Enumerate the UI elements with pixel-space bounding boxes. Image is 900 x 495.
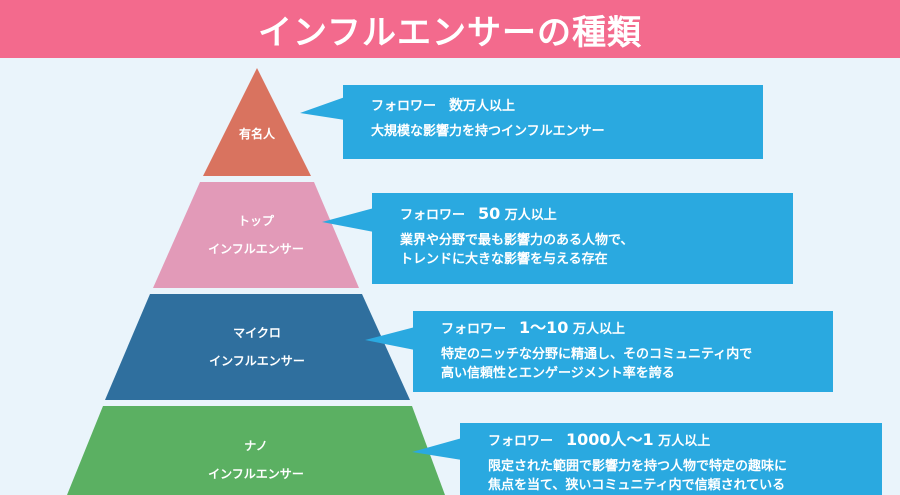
tier-2-label: トップ インフルエンサー xyxy=(156,207,356,263)
follower-unit: 万人以上 xyxy=(463,99,516,114)
tier-3-name-line1: マイクロ xyxy=(233,326,281,340)
description-line: 業界や分野で最も影響力のある人物で、 xyxy=(400,233,634,248)
tier-1-name: 有名人 xyxy=(238,127,275,141)
description: 大規模な影響力を持つインフルエンサー xyxy=(371,122,763,141)
follower-label: フォロワー xyxy=(441,322,520,337)
follower-count: フォロワー 1〜10 万人以上 xyxy=(441,317,833,341)
follower-count: フォロワー 1000人〜1 万人以上 xyxy=(488,429,882,453)
description: 限定された範囲で影響力を持つ人物で特定の趣味に焦点を当て、狭いコミュニティ内で信… xyxy=(488,457,882,495)
follower-number: 数 xyxy=(449,98,464,114)
description-line: 特定のニッチな分野に精通し、そのコミュニティ内で xyxy=(441,347,753,362)
follower-number: 1〜10 xyxy=(519,318,569,337)
callout-2: フォロワー 50 万人以上 業界や分野で最も影響力のある人物で、トレンドに大きな… xyxy=(372,193,793,284)
callout-4-tail xyxy=(412,438,462,460)
tier-4-shape xyxy=(67,406,445,495)
tier-4-name-line1: ナノ xyxy=(244,439,268,453)
tier-3-shape xyxy=(105,294,410,400)
tier-1-label: 有名人 xyxy=(157,120,357,148)
callout-4: フォロワー 1000人〜1 万人以上 限定された範囲で影響力を持つ人物で特定の趣… xyxy=(460,423,882,495)
description-line: トレンドに大きな影響を与える存在 xyxy=(400,252,608,267)
page-title: インフルエンサーの種類 xyxy=(258,12,642,53)
follower-unit: 万人以上 xyxy=(568,322,625,337)
callout-3: フォロワー 1〜10 万人以上 特定のニッチな分野に精通し、そのコミュニティ内で… xyxy=(413,311,833,392)
description: 特定のニッチな分野に精通し、そのコミュニティ内で高い信頼性とエンゲージメント率を… xyxy=(441,345,833,383)
description: 業界や分野で最も影響力のある人物で、トレンドに大きな影響を与える存在 xyxy=(400,231,793,269)
follower-number: 50 xyxy=(478,204,501,223)
description-line: 限定された範囲で影響力を持つ人物で特定の趣味に xyxy=(488,459,788,474)
follower-label: フォロワー xyxy=(488,434,567,449)
follower-number: 1000人〜1 xyxy=(566,430,654,449)
tier-1-shape xyxy=(203,68,311,176)
tier-4-label: ナノ インフルエンサー xyxy=(156,432,356,488)
tier-2-name-line2: インフルエンサー xyxy=(208,242,304,256)
follower-unit: 万人以上 xyxy=(653,434,711,449)
tier-3-name-line2: インフルエンサー xyxy=(209,354,305,368)
header-banner: インフルエンサーの種類 xyxy=(0,0,900,58)
callout-1: フォロワー 数万人以上 大規模な影響力を持つインフルエンサー xyxy=(343,85,763,159)
follower-unit: 万人以上 xyxy=(500,208,557,223)
follower-label: フォロワー xyxy=(400,208,479,223)
callout-2-tail xyxy=(322,208,374,232)
description-line: 高い信頼性とエンゲージメント率を誇る xyxy=(441,366,675,381)
follower-count: フォロワー 50 万人以上 xyxy=(400,203,793,227)
follower-label: フォロワー xyxy=(371,99,450,114)
description-line: 大規模な影響力を持つインフルエンサー xyxy=(371,124,605,139)
callout-3-tail xyxy=(365,327,415,350)
tier-4-name-line2: インフルエンサー xyxy=(208,467,304,481)
follower-count: フォロワー 数万人以上 xyxy=(371,95,763,118)
callout-1-tail xyxy=(300,97,345,120)
tier-2-name-line1: トップ xyxy=(237,214,274,228)
tier-2-shape xyxy=(153,182,359,288)
tier-3-label: マイクロ インフルエンサー xyxy=(157,319,357,375)
description-line: 焦点を当て、狭いコミュニティ内で信頼されている xyxy=(488,478,786,493)
